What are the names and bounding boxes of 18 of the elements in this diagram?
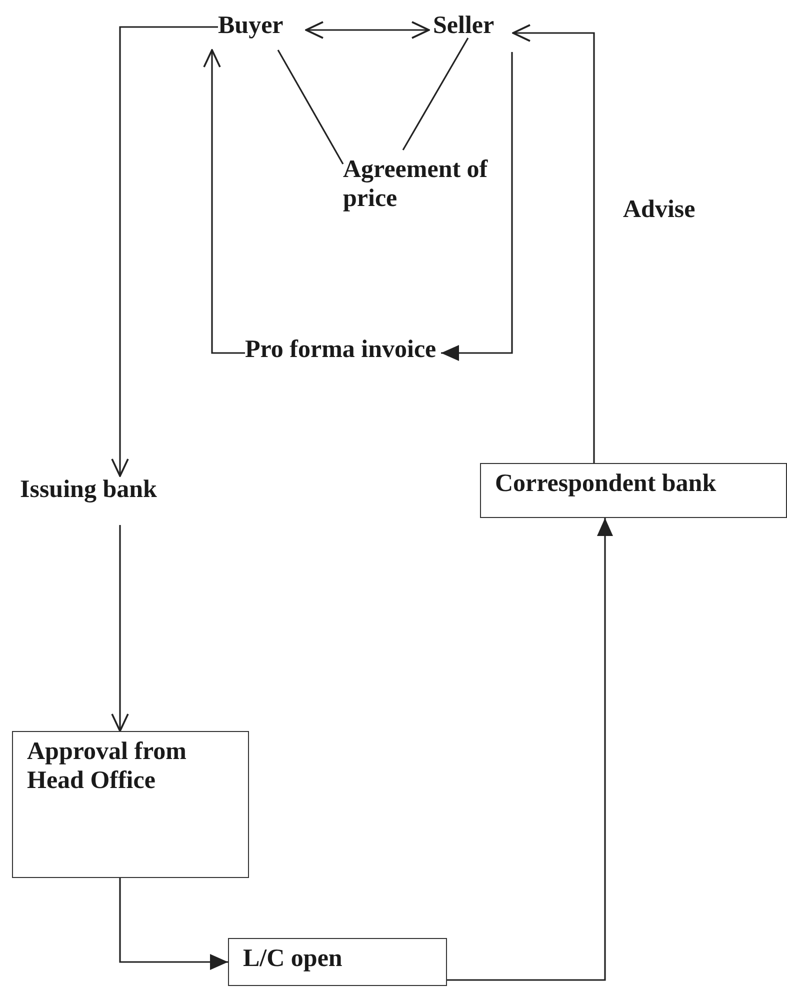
process-box: Correspondent bank	[480, 463, 787, 518]
arrow	[203, 49, 245, 354]
node-label: Issuing bank	[20, 476, 200, 510]
arrow	[512, 24, 595, 463]
process-box: L/C open	[228, 938, 447, 986]
node-label: Pro forma invoice	[245, 336, 441, 370]
node-label: Agreement of price	[343, 156, 508, 222]
node-label: Seller	[433, 12, 513, 46]
connector-line	[402, 38, 469, 150]
arrow	[441, 52, 513, 361]
process-box: Approval from Head Office	[12, 731, 249, 878]
node-label: Buyer	[218, 12, 302, 46]
connector-line	[277, 50, 344, 164]
arrow	[447, 518, 613, 981]
arrow	[119, 878, 228, 970]
arrow	[111, 525, 129, 732]
arrow	[111, 26, 218, 477]
arrow	[305, 21, 430, 39]
